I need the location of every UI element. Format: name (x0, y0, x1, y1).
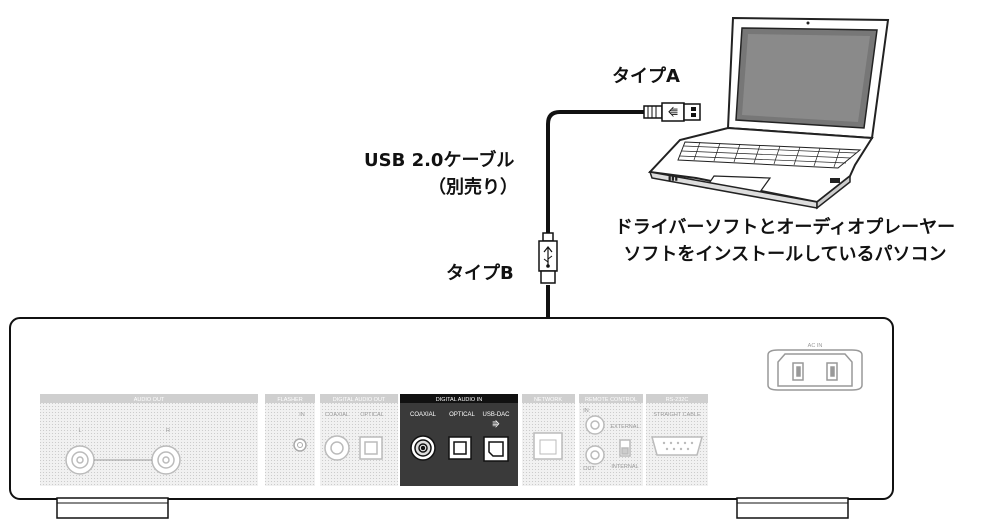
rs232c-label: RS-232C (666, 397, 689, 403)
ch-r-label: R (166, 428, 170, 434)
usb-icon: ⭆ (492, 420, 499, 429)
flasher-label: FLASHER (277, 397, 302, 403)
remote-control-label: REMOTE CONTROL (585, 397, 637, 403)
straight-cable-label: STRAIGHT CABLE (653, 412, 701, 418)
pc-caption-line1: ドライバーソフトとオーディオプレーヤー (614, 217, 956, 238)
pc-caption-line2: ソフトをインストールしているパソコン (623, 244, 947, 265)
ac-in-label: AC IN (808, 343, 823, 349)
dai-optical-label: OPTICAL (449, 412, 475, 418)
svg-text:▮▮▮: ▮▮▮ (668, 176, 678, 182)
ch-l-label: L (78, 428, 81, 434)
cable-label-line2: （別売り） (428, 177, 518, 198)
audio-out-label: AUDIO OUT (134, 397, 165, 403)
usb-type-a-plug: ⭅ (643, 102, 701, 122)
type-b-label: タイプB (446, 263, 514, 284)
rc-external-label: EXTERNAL (610, 424, 639, 430)
rc-out-label: OUT (583, 466, 595, 472)
svg-text:⭅: ⭅ (668, 106, 678, 119)
digital-audio-in-label: DIGITAL AUDIO IN (436, 397, 482, 403)
dao-coaxial-label: COAXIAL (325, 412, 349, 418)
usb-type-b-plug (538, 232, 558, 284)
usb-cable (546, 110, 645, 237)
digital-audio-out-label: DIGITAL AUDIO OUT (333, 397, 386, 403)
flasher-in-label: IN (299, 412, 305, 418)
rear-panel: AUDIO OUT L R FLASHER IN DIGITAL AUDIO O… (9, 317, 894, 519)
rc-in-label: IN (583, 408, 589, 414)
network-label: NETWORK (534, 397, 562, 403)
type-a-label: タイプA (612, 66, 680, 87)
dai-usb-dac-label: USB-DAC (482, 412, 510, 418)
dao-optical-label: OPTICAL (360, 412, 384, 418)
laptop-icon: ▮▮▮ (647, 16, 890, 210)
dai-coaxial-label: COAXIAL (410, 412, 437, 418)
rc-internal-label: INTERNAL (611, 464, 638, 470)
cable-label-line1: USB 2.0ケーブル (364, 150, 515, 171)
pc-caption: ドライバーソフトとオーディオプレーヤー ソフトをインストールしているパソコン (586, 214, 984, 268)
